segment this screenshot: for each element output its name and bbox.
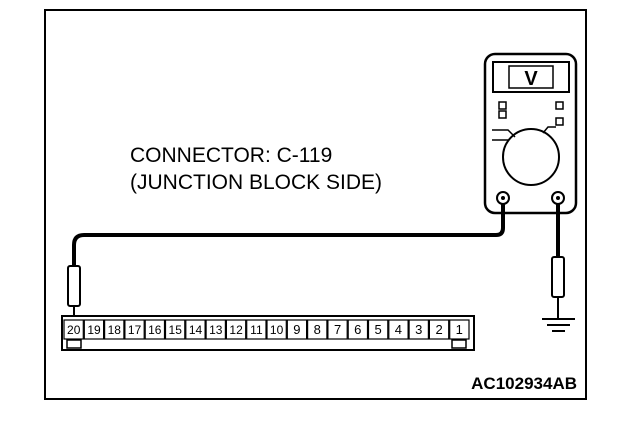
connector-pin-cell: [185, 319, 206, 340]
connector-pin-cell: [246, 319, 267, 340]
connector-pin-cell: [83, 319, 105, 340]
connector-pin-cell: [124, 319, 145, 340]
connector-pin-number: 16: [148, 323, 162, 337]
connector-left-latch: [66, 339, 82, 349]
dial-pointer-line: [492, 129, 516, 138]
voltmeter-dial: [502, 128, 560, 186]
indicator-square-icon: [498, 110, 507, 119]
connector-pin-cell: [367, 319, 389, 340]
connector-label: CONNECTOR: C-119: [130, 144, 332, 167]
connector-pin-number: 2: [435, 322, 442, 337]
connector-pin-cell: [164, 319, 186, 340]
indicator-square-icon: [555, 101, 564, 110]
voltmeter-display-inner: [508, 65, 554, 89]
connector-pin-number: 4: [395, 322, 402, 337]
negative-terminal-dot: [556, 196, 560, 200]
connector-pin-number: 6: [354, 322, 361, 337]
dial-pointer-line: [542, 126, 556, 134]
positive-test-lead: [72, 204, 505, 268]
connector-pin-number: 3: [415, 322, 422, 337]
connector-pin-number: 8: [314, 322, 321, 337]
connector-pin-number: 20: [67, 323, 81, 337]
connector-pin-number: 18: [108, 323, 122, 337]
connector-pin-cell: [205, 319, 227, 340]
connector-side-label: (JUNCTION BLOCK SIDE): [130, 171, 382, 194]
connector-pin-number: 13: [209, 323, 223, 337]
diagram-frame: [44, 9, 587, 400]
indicator-square-icon: [555, 117, 564, 126]
connector-pin-number: 19: [87, 323, 101, 337]
connector-pin-cell: [144, 319, 166, 340]
voltmeter-symbol: V: [524, 68, 538, 90]
connector-pin-number: 5: [374, 322, 381, 337]
voltmeter: V: [483, 52, 578, 215]
connector-pin-cell: [103, 319, 125, 340]
connector-pin-cell: [428, 319, 450, 340]
connector-pin-number: 7: [334, 322, 341, 337]
connector-pin-cell: [225, 319, 247, 340]
connector-pin-number: 11: [250, 323, 263, 337]
figure-code: AC102934AB: [471, 374, 577, 393]
connector-pin-cell: [408, 319, 430, 340]
negative-probe: [551, 256, 565, 298]
connector-pin-cell: [388, 319, 409, 340]
connector-pin-cell: [286, 319, 308, 340]
connector-pin-number: 1: [456, 322, 463, 337]
positive-probe: [67, 265, 81, 307]
connector-pin-number: 17: [128, 323, 142, 337]
connector-pin-cell: [63, 319, 84, 340]
ground-icon: [542, 318, 575, 332]
connector-pin-number: 9: [293, 322, 300, 337]
connector-pin-cell: [327, 319, 348, 340]
connector-pin-cell: [449, 319, 470, 340]
connector-pin-cell: [347, 319, 369, 340]
connector-right-latch: [451, 339, 467, 349]
indicator-square-icon: [498, 101, 507, 110]
positive-terminal-dot: [501, 196, 505, 200]
connector-pin-number: 10: [270, 323, 284, 337]
connector-pin-number: 15: [169, 323, 183, 337]
connector-pin-number: 12: [229, 323, 243, 337]
connector-pin-number: 14: [189, 323, 203, 337]
connector-pin-cell: [266, 319, 287, 340]
connector-pin-cell: [307, 319, 328, 340]
